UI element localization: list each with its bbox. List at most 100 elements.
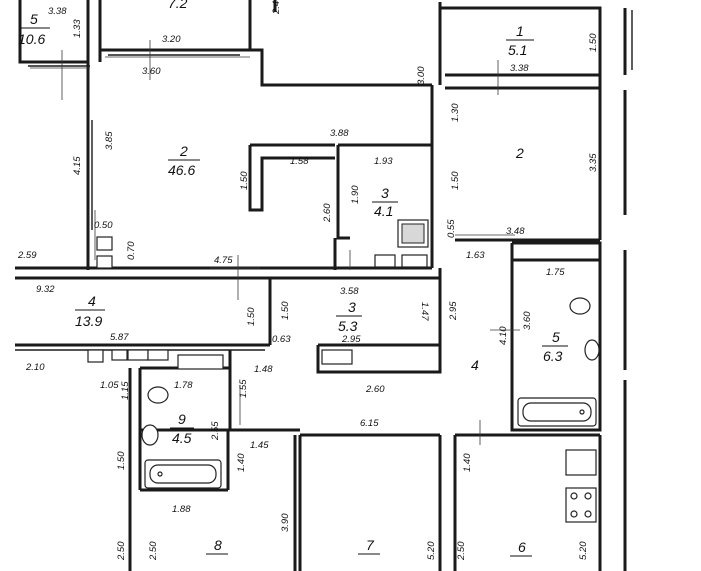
dim-label: 3.85 xyxy=(104,131,115,150)
duct-box xyxy=(96,255,113,269)
stove-icon xyxy=(565,487,597,523)
room-number-5-bath: 5 xyxy=(552,329,560,345)
dim-label: 1.78 xyxy=(174,380,193,391)
dim-label: 2.4 xyxy=(271,1,282,15)
dim-label: 1.47 xyxy=(419,302,430,321)
room-area-7-2: 7.2 xyxy=(168,0,188,11)
room-number-5: 5 xyxy=(30,11,38,27)
dim-label: 4.10 xyxy=(498,326,509,345)
toilet-icon xyxy=(147,386,169,404)
room-area-5: 10.6 xyxy=(18,31,45,47)
dim-label: 4.75 xyxy=(214,255,233,266)
dim-label: 1.50 xyxy=(450,171,461,190)
dim-label: 1.45 xyxy=(250,440,269,451)
dim-label: 2.55 xyxy=(210,421,221,441)
room-area-9: 4.5 xyxy=(172,430,192,446)
room-number-4-corridor: 4 xyxy=(88,293,96,309)
kitchen-sink-icon xyxy=(565,449,597,476)
dim-label: 3.38 xyxy=(510,63,529,74)
dim-label: 3.88 xyxy=(330,128,349,139)
counter-fixture xyxy=(177,354,224,370)
cabinet-fixture xyxy=(127,349,149,361)
sink-icon xyxy=(584,339,600,361)
duct-box xyxy=(96,236,113,251)
dim-label: 6.15 xyxy=(360,418,379,429)
dim-label: 3.38 xyxy=(48,6,67,17)
dim-label: 9.32 xyxy=(36,284,55,295)
room-number-3-bath: 3 xyxy=(381,185,389,201)
dim-label: 1.55 xyxy=(238,379,249,398)
dim-label: 2.59 xyxy=(17,250,37,261)
dim-label: 3.90 xyxy=(280,513,291,532)
dim-label: 2.95 xyxy=(341,334,361,345)
dim-label: 1.50 xyxy=(116,451,127,470)
dim-label: 1.63 xyxy=(466,250,485,261)
sink-fixture xyxy=(321,349,353,365)
cabinet-fixture xyxy=(111,349,128,361)
dim-label: 1.33 xyxy=(72,19,83,38)
room-area-4-corridor: 13.9 xyxy=(75,313,102,329)
dim-label: 3.00 xyxy=(416,66,427,85)
dim-label: 1.88 xyxy=(172,504,191,515)
room-area-5-bath: 6.3 xyxy=(543,348,563,364)
room-area-2: 46.6 xyxy=(168,162,195,178)
dim-label: 3.60 xyxy=(522,311,533,330)
room-number-2-right: 2 xyxy=(515,145,524,161)
cabinet-fixture xyxy=(147,349,169,361)
dim-label: 0.55 xyxy=(446,219,457,238)
room-number-2: 2 xyxy=(179,143,188,159)
dim-label: 3.60 xyxy=(142,66,161,77)
dim-label: 1.05 xyxy=(100,380,119,391)
sink-icon xyxy=(141,424,159,446)
dim-label: 1.40 xyxy=(236,453,247,472)
dim-label: 1.50 xyxy=(280,301,291,320)
room-number-9: 9 xyxy=(178,411,186,427)
room-area-3-bath: 4.1 xyxy=(374,203,393,219)
dim-label: 1.40 xyxy=(462,453,473,472)
dim-label: 1.48 xyxy=(254,364,273,375)
dim-label: 4.15 xyxy=(72,156,83,175)
walls xyxy=(15,0,633,571)
dim-label: 3.35 xyxy=(588,153,599,172)
room-number-7: 7 xyxy=(366,537,375,553)
dim-label: 2.50 xyxy=(148,541,159,561)
room-area-1: 5.1 xyxy=(508,42,527,58)
dimension-labels: 3.38 1.33 3.20 3.60 2.4 4.15 3.85 3.00 3… xyxy=(17,1,599,561)
dim-label: 2.10 xyxy=(25,362,45,373)
dim-label: 5.20 xyxy=(426,541,437,560)
dim-label: 3.48 xyxy=(506,226,525,237)
cabinet-fixture xyxy=(401,254,428,268)
room-number-6: 6 xyxy=(518,539,526,555)
dim-label: 2.60 xyxy=(322,203,333,223)
room-number-8: 8 xyxy=(214,537,222,553)
dim-label: 2.60 xyxy=(365,384,385,395)
dim-label: 1.30 xyxy=(450,103,461,122)
dim-label: 1.50 xyxy=(588,33,599,52)
room-number-3-mid: 3 xyxy=(348,299,356,315)
dim-label: 2.50 xyxy=(456,541,467,561)
dim-label: 1.58 xyxy=(290,156,309,167)
dim-label: 1.50 xyxy=(246,307,257,326)
dim-label: 1.15 xyxy=(120,381,131,400)
dim-label: 3.58 xyxy=(340,286,359,297)
dim-label: 5.87 xyxy=(110,332,129,343)
dim-label: 0.63 xyxy=(272,334,291,345)
dim-label: 1.50 xyxy=(239,171,250,190)
duct-box xyxy=(87,349,104,363)
toilet-icon xyxy=(569,297,591,315)
dim-label: 2.50 xyxy=(116,541,127,561)
dim-label: 0.50 xyxy=(94,220,113,231)
room-number-1: 1 xyxy=(516,23,524,39)
dim-label: 1.93 xyxy=(374,156,393,167)
dim-label: 1.90 xyxy=(350,185,361,204)
room-labels: 5 10.6 7.2 2 46.6 3 4.1 4 13.9 3 5.3 1 5… xyxy=(18,0,568,557)
dim-label: 0.70 xyxy=(126,241,137,260)
dim-label: 1.75 xyxy=(546,267,565,278)
room-number-4-hall: 4 xyxy=(471,357,479,373)
fixtures xyxy=(87,219,600,523)
room-area-3-mid: 5.3 xyxy=(338,318,358,334)
dim-label: 3.20 xyxy=(162,34,181,45)
dimension-lines xyxy=(30,40,520,445)
dim-label: 5.20 xyxy=(578,541,589,560)
